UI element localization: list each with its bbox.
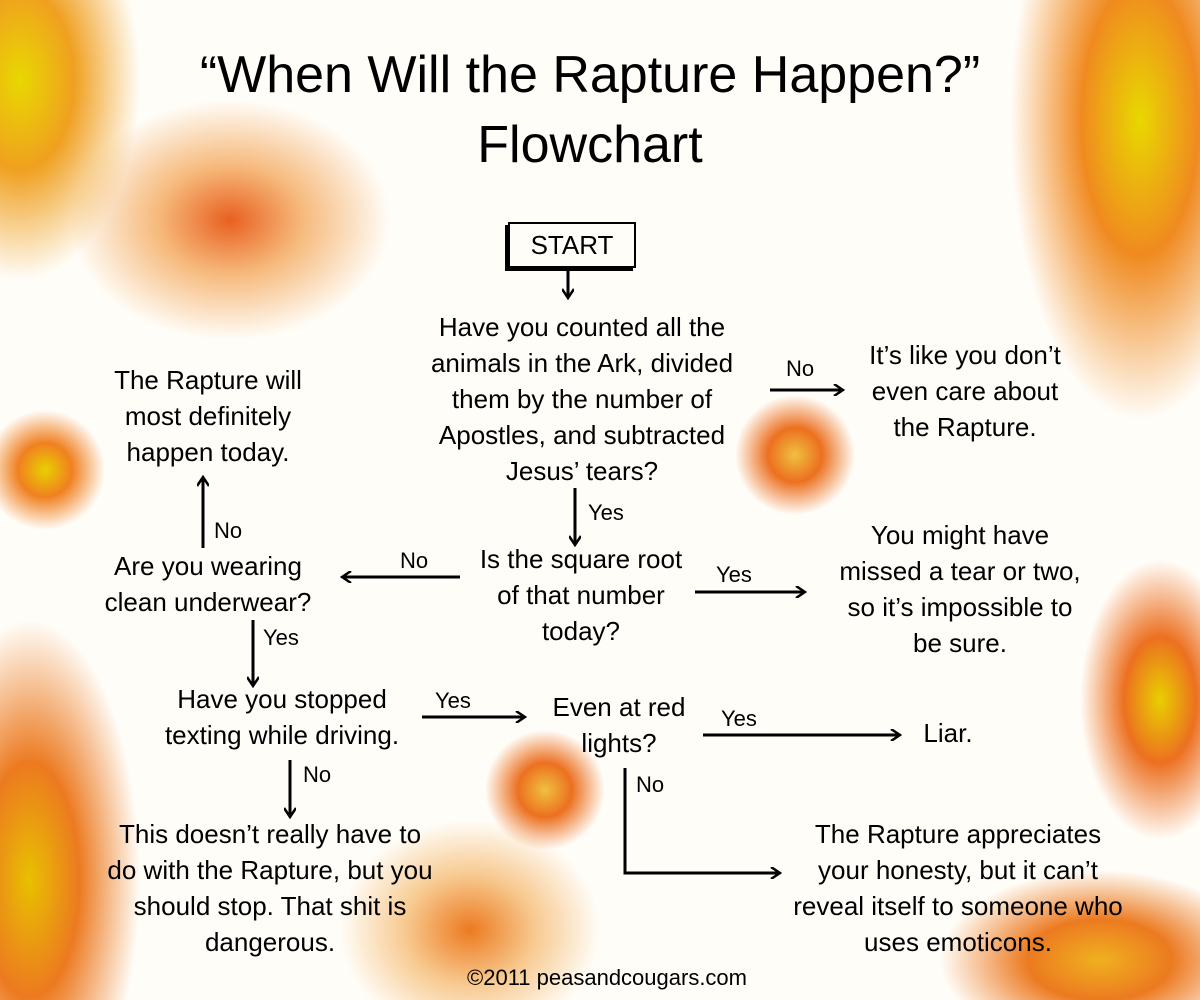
label-yes: Yes — [588, 500, 624, 525]
label-no: No — [636, 772, 665, 797]
title-line-1: “When Will the Rapture Happen?” — [199, 46, 981, 104]
label-yes: Yes — [721, 706, 757, 731]
label-no: No — [400, 548, 429, 573]
label-yes: Yes — [716, 562, 752, 587]
start-box: START — [508, 222, 636, 268]
label-no: No — [303, 762, 332, 787]
title-line-2: Flowchart — [477, 116, 703, 174]
result-liar: Liar. — [923, 718, 973, 748]
label-yes: Yes — [435, 688, 471, 713]
footer-copyright: ©2011 peasandcougars.com — [467, 965, 747, 990]
arrow-q5-no — [623, 768, 780, 873]
label-no: No — [214, 518, 243, 543]
label-yes: Yes — [263, 625, 299, 650]
label-no: No — [786, 356, 815, 381]
